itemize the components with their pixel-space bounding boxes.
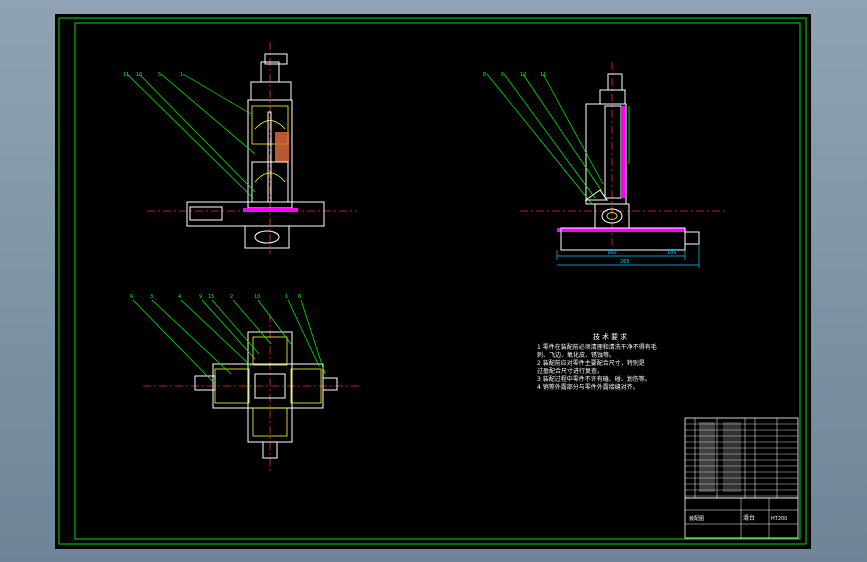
top-balloon-1: 6 bbox=[130, 294, 133, 300]
top-balloon-6: 2 bbox=[230, 294, 233, 300]
front-view: 11 10 5 1 bbox=[123, 42, 357, 254]
tech-line-1: 1 零件在装配前必须清理和清洗干净不得有毛 bbox=[537, 344, 657, 351]
front-balloon-3: 5 bbox=[158, 72, 161, 78]
front-balloon-4: 1 bbox=[180, 72, 183, 78]
tech-line-3: 2 装配前应对零件主要配合尺寸，特别是 bbox=[537, 360, 645, 367]
title-part-name: 滑台 bbox=[743, 514, 755, 522]
tech-line-2: 刺、飞边、氧化皮、锈蚀等。 bbox=[537, 352, 616, 359]
side-balloon-3: 12 bbox=[520, 72, 526, 78]
tech-line-4: 过盈配合尺寸进行复查。 bbox=[537, 368, 604, 375]
front-balloon-2: 10 bbox=[136, 72, 142, 78]
side-view: 160 185 265 8 6 12 11 bbox=[483, 62, 725, 268]
tech-heading: 技术要求 bbox=[593, 333, 629, 341]
side-dim-1: 160 bbox=[607, 250, 617, 256]
top-balloon-4: 9 bbox=[199, 294, 202, 300]
tech-line-5: 3 装配过程中零件不许有磕、碰、划伤等。 bbox=[537, 376, 651, 383]
parts-list bbox=[684, 417, 799, 499]
tech-line-6: 4 销等外露部分与零件外露接缝对齐。 bbox=[537, 384, 639, 391]
technical-requirements: 技术要求 1 零件在装配前必须清理和清洗干净不得有毛 刺、飞边、氧化皮、锈蚀等。… bbox=[537, 332, 657, 392]
side-balloon-1: 8 bbox=[483, 72, 486, 78]
side-dim-2: 185 bbox=[667, 250, 677, 256]
inner-frame bbox=[74, 22, 801, 540]
cad-drawing: 11 10 5 1 160 185 265 8 6 12 bbox=[58, 17, 807, 545]
title-block: 滑台 HT200 装配图 bbox=[684, 497, 799, 539]
top-balloon-2: 3 bbox=[150, 294, 153, 300]
top-balloon-7: 10 bbox=[254, 294, 260, 300]
front-balloon-1: 11 bbox=[123, 72, 129, 78]
side-balloon-4: 11 bbox=[540, 72, 546, 78]
top-balloon-9: 8 bbox=[298, 294, 301, 300]
title-drawing-no: 装配图 bbox=[689, 515, 704, 522]
title-material: HT200 bbox=[771, 516, 787, 522]
drawing-sheet: 11 10 5 1 160 185 265 8 6 12 bbox=[55, 14, 811, 549]
top-view: 6 3 4 9 15 2 10 1 8 bbox=[130, 294, 361, 472]
outer-frame bbox=[58, 17, 807, 545]
side-dim-3: 265 bbox=[620, 259, 630, 265]
top-balloon-8: 1 bbox=[285, 294, 288, 300]
top-balloon-5: 15 bbox=[208, 294, 214, 300]
top-balloon-3: 4 bbox=[178, 294, 181, 300]
side-balloon-2: 6 bbox=[501, 72, 504, 78]
